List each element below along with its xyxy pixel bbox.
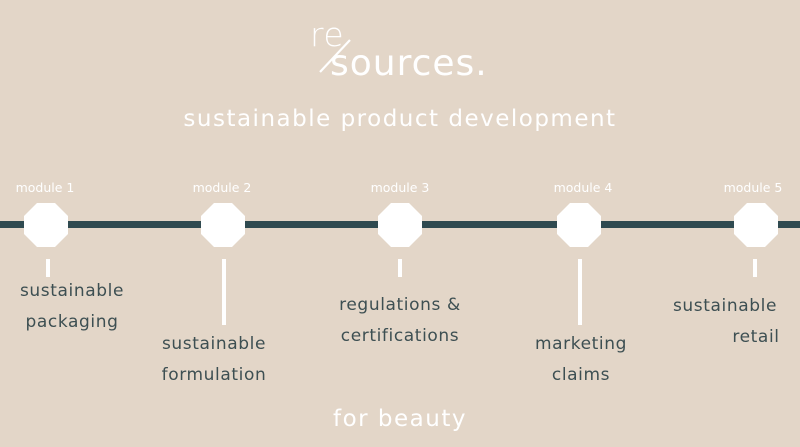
module-4-topic-line-2: claims <box>551 365 611 385</box>
logo-sources-text: sources. <box>330 43 488 84</box>
logo-slash-icon <box>319 39 351 73</box>
module-2-topic-line-1: sustainable <box>161 334 267 354</box>
module-5-topic: sustainable retail <box>640 291 800 353</box>
module-4-connector <box>578 259 582 325</box>
subtitle: sustainable product development <box>183 106 617 132</box>
module-5-topic-line-2: retail <box>732 327 780 347</box>
module-3-label: module 3 <box>370 180 430 195</box>
module-5-topic-line-1: sustainable <box>672 296 778 316</box>
footer-tagline: for beauty <box>333 406 467 432</box>
module-4-label: module 4 <box>553 180 613 195</box>
module-1-node-icon <box>24 203 68 247</box>
module-4-topic: marketing claims <box>496 329 666 391</box>
module-3-node-icon <box>378 203 422 247</box>
module-1-label: module 1 <box>15 180 75 195</box>
module-1-topic: sustainable packaging <box>0 276 157 338</box>
module-2-label: module 2 <box>192 180 252 195</box>
module-3-connector <box>398 259 402 277</box>
module-5-connector <box>753 259 757 277</box>
module-2-topic: sustainable formulation <box>129 329 299 391</box>
module-1-topic-line-1: sustainable <box>19 281 125 301</box>
module-4-node-icon <box>557 203 601 247</box>
module-3-topic-line-1: regulations & <box>339 295 461 315</box>
module-1-topic-line-2: packaging <box>25 312 119 332</box>
module-2-connector <box>222 259 226 325</box>
module-3-topic: regulations & certifications <box>315 290 485 352</box>
module-3-topic-line-2: certifications <box>340 326 460 346</box>
module-2-topic-line-2: formulation <box>161 365 267 385</box>
module-4-topic-line-1: marketing <box>534 334 628 354</box>
module-2-node-icon <box>201 203 245 247</box>
logo-re-text: re <box>310 15 345 54</box>
module-5-node-icon <box>734 203 778 247</box>
module-1-connector <box>46 259 50 277</box>
resources-logo: re sources. <box>308 14 498 84</box>
module-5-label: module 5 <box>723 180 783 195</box>
